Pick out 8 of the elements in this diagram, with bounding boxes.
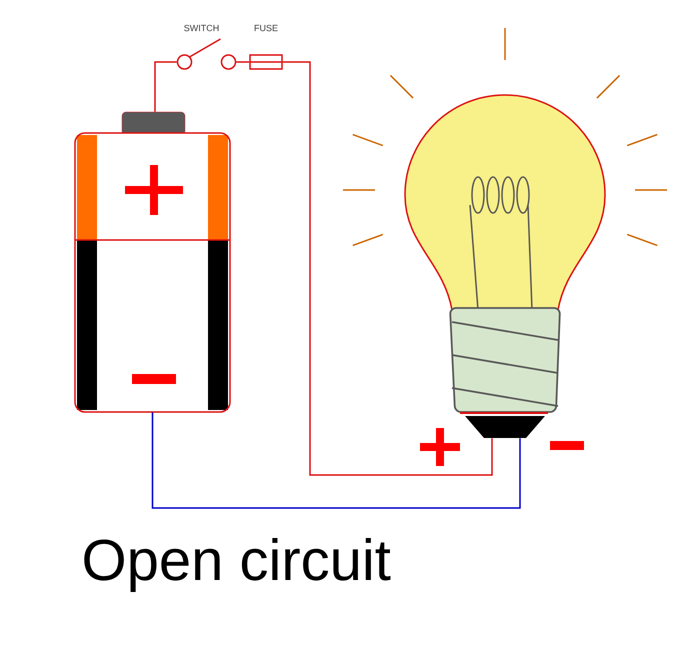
wire	[152, 412, 521, 509]
battery-drawing	[74, 112, 231, 413]
switch-label: SWITCH	[184, 24, 219, 32]
fuse-label: FUSE	[254, 24, 278, 32]
title: Open circuit	[84, 538, 390, 592]
wire	[282, 61, 493, 476]
wire	[236, 61, 250, 63]
wire	[154, 61, 177, 112]
